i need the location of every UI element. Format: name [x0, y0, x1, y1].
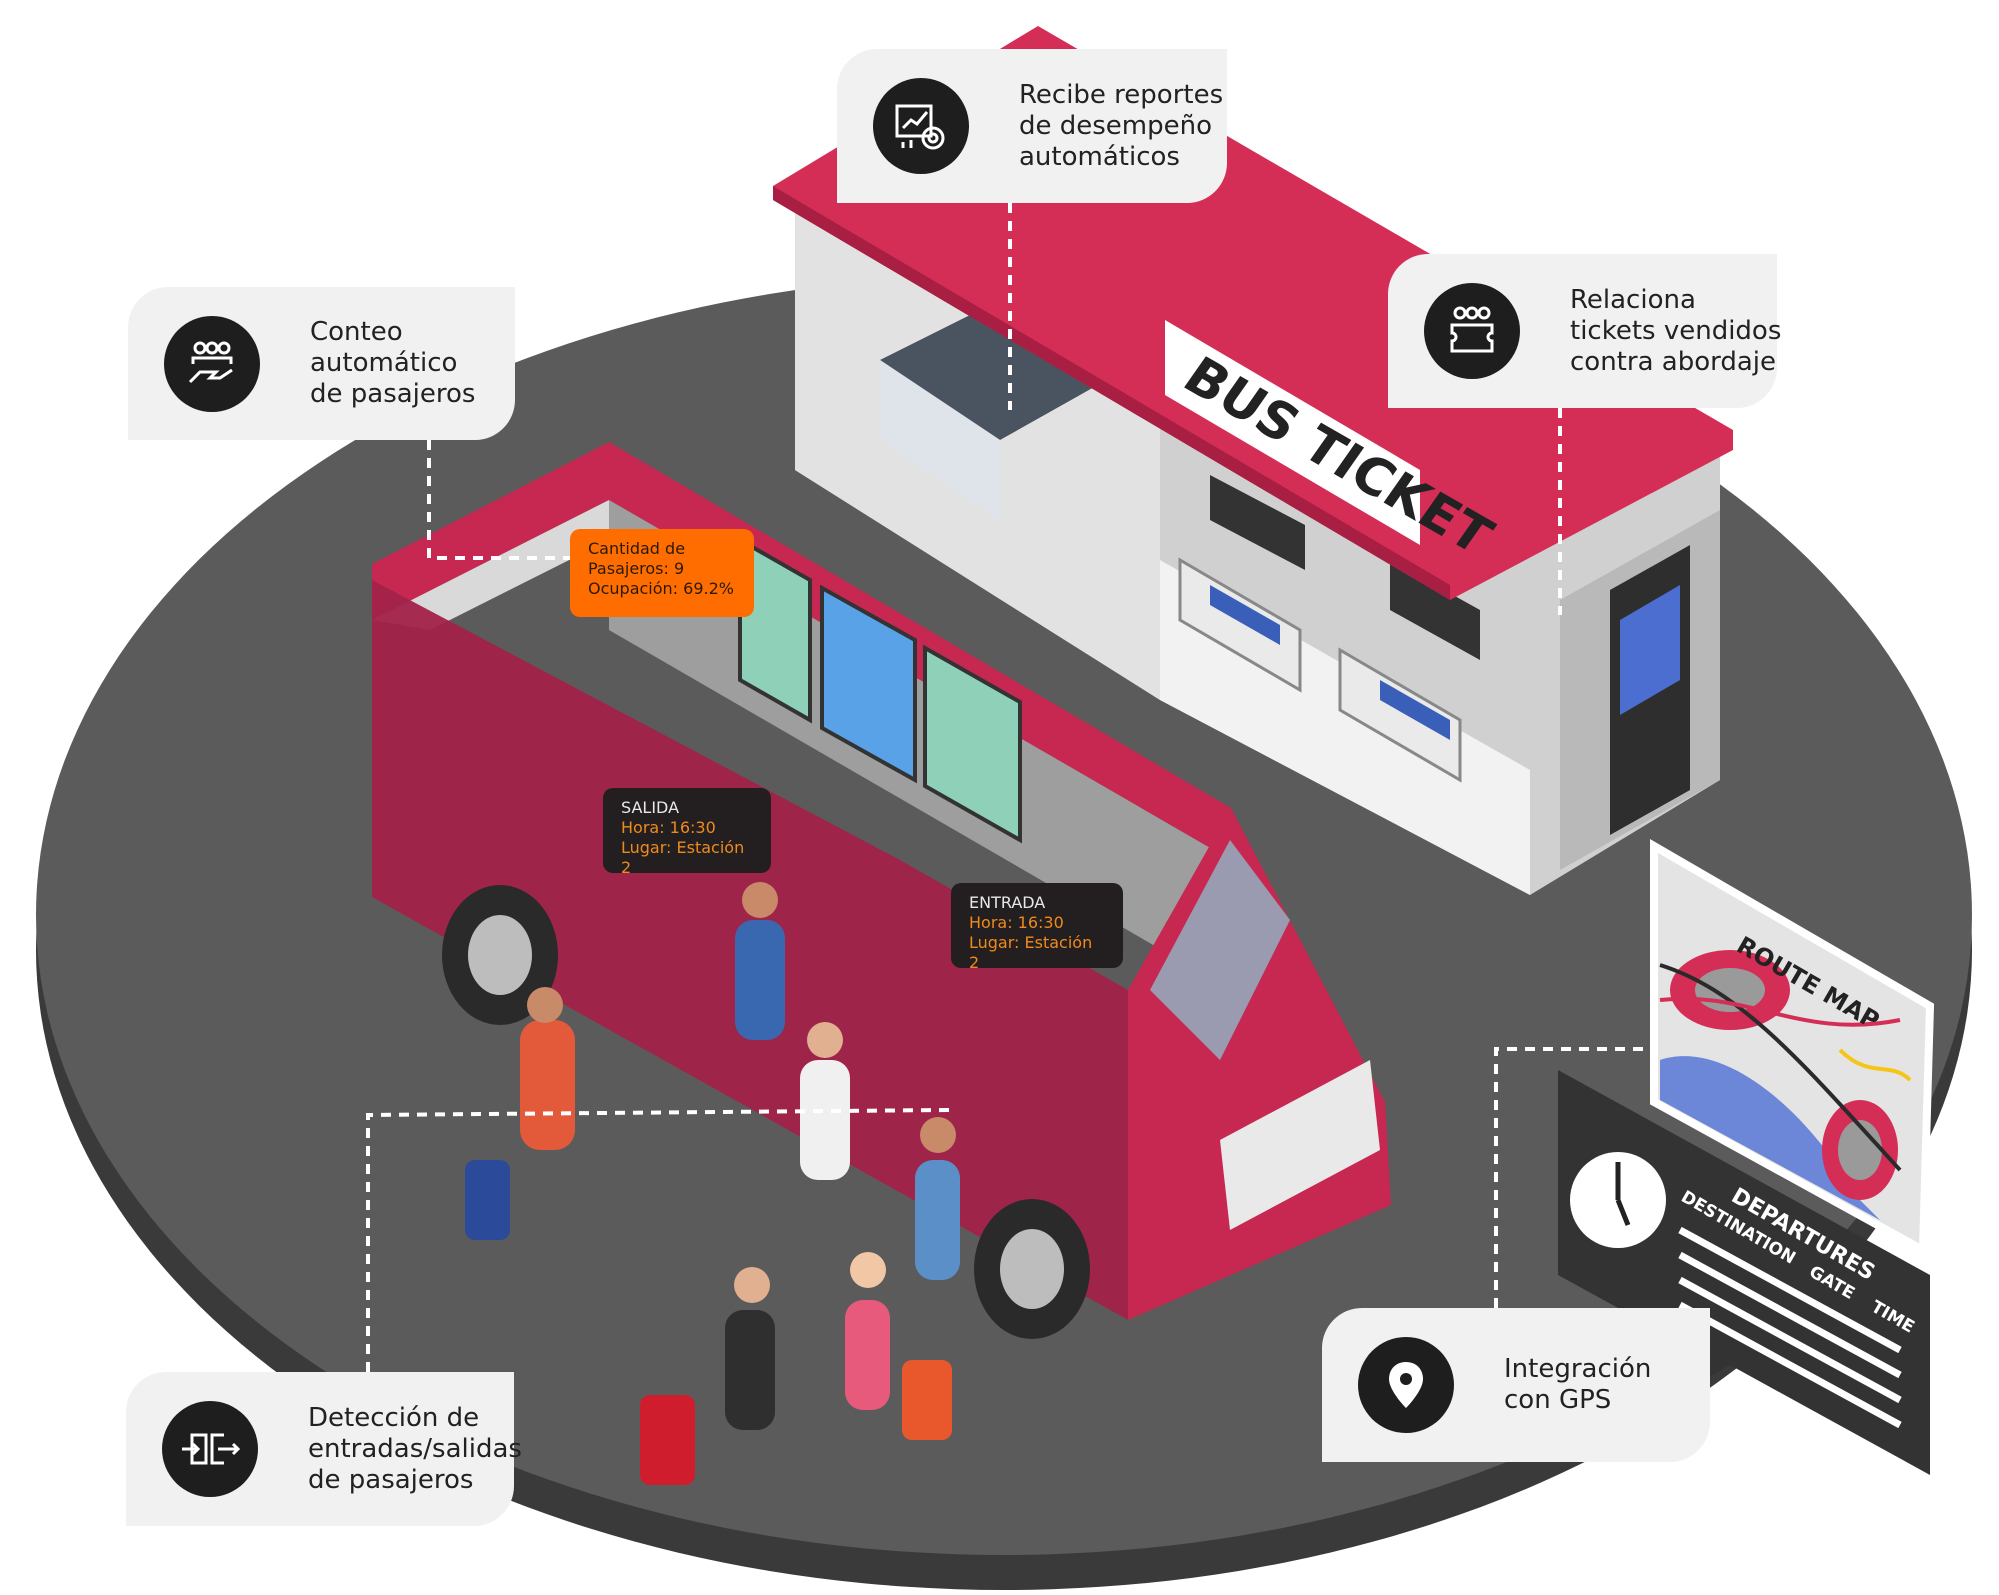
occupancy-passengers: Pasajeros: 9 [588, 559, 685, 578]
entry-title: ENTRADA [969, 893, 1046, 912]
callout-tickets-line3: contra abordaje [1570, 346, 1776, 377]
callout-counting-line2: automático [310, 348, 458, 378]
callout-entries-line1: Detección de [308, 1402, 480, 1433]
callout-passenger-counting: Conteo automático de pasajeros [128, 287, 515, 440]
exit-title: SALIDA [621, 798, 680, 817]
callout-counting-line3: de pasajeros [310, 379, 476, 409]
callout-tickets-boarding: Relaciona tickets vendidos contra aborda… [1388, 254, 1781, 408]
entry-overlay: ENTRADA Hora: 16:30 Lugar: Estación 2 [951, 883, 1123, 972]
report-chart-icon [873, 78, 969, 174]
occupancy-line1: Cantidad de [588, 539, 686, 558]
exit-place: Lugar: Estación 2 [621, 838, 745, 877]
callout-reports-line1: Recibe reportes [1019, 79, 1224, 110]
callout-entries-line2: entradas/salidas [308, 1433, 522, 1464]
callout-counting-line1: Conteo [310, 317, 403, 347]
people-hand-icon [164, 315, 260, 412]
people-ticket-icon [1424, 283, 1520, 379]
passengers [465, 882, 960, 1485]
callout-performance-reports: Recibe reportes de desempeño automáticos [837, 49, 1227, 203]
entry-time: Hora: 16:30 [969, 913, 1064, 932]
callout-tickets-line2: tickets vendidos [1570, 315, 1782, 346]
callout-reports-line2: de desempeño [1019, 110, 1213, 141]
callout-gps-line2: con GPS [1504, 1385, 1612, 1415]
map-pin-icon [1358, 1337, 1454, 1433]
callout-entry-exit-detection: Detección de entradas/salidas de pasajer… [126, 1372, 522, 1526]
callout-entries-line3: de pasajeros [308, 1464, 474, 1495]
exit-overlay: SALIDA Hora: 16:30 Lugar: Estación 2 [603, 788, 771, 877]
connector-lines [366, 203, 1647, 1372]
callout-gps-line1: Integración [1504, 1354, 1652, 1384]
occupancy-rate: Ocupación: 69.2% [588, 579, 734, 598]
entry-place: Lugar: Estación 2 [969, 933, 1093, 972]
exit-time: Hora: 16:30 [621, 818, 716, 837]
callout-tickets-line1: Relaciona [1570, 284, 1696, 315]
enter-exit-icon [162, 1401, 258, 1497]
callout-gps-integration: Integración con GPS [1322, 1308, 1710, 1462]
callout-reports-line3: automáticos [1019, 141, 1180, 172]
occupancy-overlay: Cantidad de Pasajeros: 9 Ocupación: 69.2… [570, 529, 754, 617]
